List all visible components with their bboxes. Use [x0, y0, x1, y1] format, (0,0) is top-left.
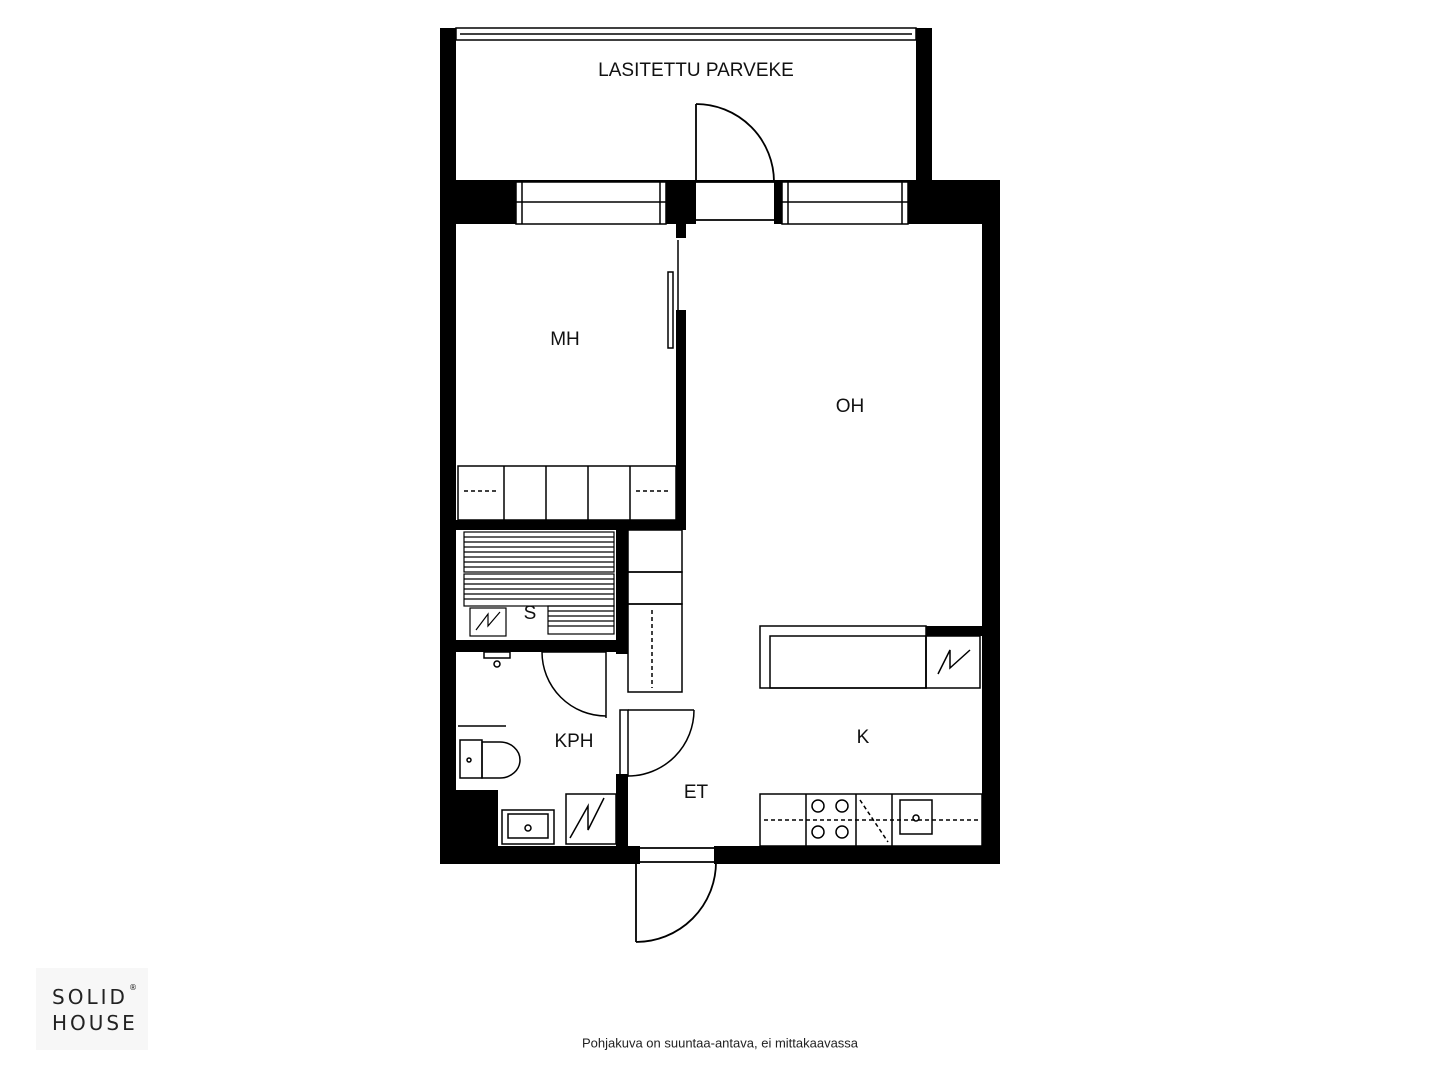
- logo-registered-mark: ®: [129, 983, 140, 992]
- balcony-glazing: [455, 27, 917, 41]
- entry-door: [635, 847, 717, 943]
- disclaimer-note: Pohjakuva on suuntaa-antava, ei mittakaa…: [581, 1035, 859, 1051]
- windows: [515, 181, 909, 225]
- sauna-benches: [463, 531, 615, 637]
- room-label-bathroom: KPH: [554, 731, 594, 752]
- logo-line-1: SOLID: [52, 985, 128, 1009]
- kitchen-counter: [759, 793, 983, 847]
- bathroom-fixtures: [458, 651, 617, 845]
- room-label-living: OH: [835, 396, 865, 417]
- bedroom-sliding-door: [667, 240, 679, 349]
- room-label-bedroom: MH: [550, 329, 580, 350]
- interior-walls: [456, 224, 982, 846]
- bedroom-wardrobes: [457, 465, 677, 521]
- logo-line-2: HOUSE: [52, 1011, 138, 1035]
- room-label-balcony: LASITETTU PARVEKE: [598, 60, 794, 81]
- exterior-walls: [440, 28, 1000, 864]
- bathroom-door: [619, 709, 695, 777]
- solid-house-logo: SOLID ® HOUSE: [36, 968, 148, 1050]
- entry-closets: [627, 529, 683, 693]
- room-label-sauna: S: [523, 603, 537, 624]
- sauna-door: [541, 651, 607, 718]
- kitchen-island: [759, 625, 981, 689]
- room-label-kitchen: K: [856, 727, 870, 748]
- top-wall-openings: [516, 182, 908, 224]
- balcony-door: [695, 103, 775, 221]
- room-label-entry: ET: [683, 782, 709, 803]
